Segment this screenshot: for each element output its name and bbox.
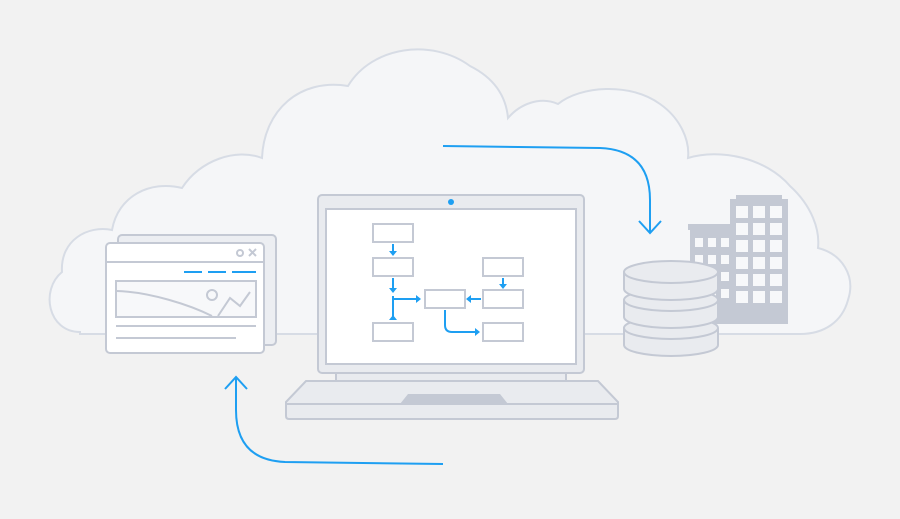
building-window: [770, 274, 782, 286]
building-window: [736, 223, 748, 235]
flowchart-icon: [372, 223, 524, 342]
flow-box-4: [424, 289, 466, 309]
building-window: [721, 255, 729, 264]
building-window: [695, 255, 703, 264]
building-window: [753, 257, 765, 269]
building-window: [753, 206, 765, 218]
building-window: [736, 240, 748, 252]
building-window: [770, 291, 782, 303]
building-window: [736, 291, 748, 303]
building-window: [753, 274, 765, 286]
trackpad: [400, 394, 508, 404]
image-icon: [115, 280, 257, 318]
flow-box-6: [482, 289, 524, 309]
arrow-down-icon: [442, 145, 662, 235]
building-window: [708, 255, 716, 264]
flow-box-5: [482, 257, 524, 277]
building-window: [753, 240, 765, 252]
text-lines: [116, 325, 256, 339]
close-icon: [248, 248, 257, 257]
building-window: [753, 223, 765, 235]
building-window: [721, 238, 729, 247]
building-window: [736, 206, 748, 218]
flow-box-3: [372, 322, 414, 342]
building-windows: [736, 206, 782, 303]
laptop-hinge: [335, 372, 567, 382]
database-icon: [623, 260, 719, 357]
window-control-icon: [236, 249, 244, 257]
building-window: [753, 291, 765, 303]
building-window: [695, 238, 703, 247]
building-window: [770, 206, 782, 218]
building-window: [721, 289, 729, 298]
building-window: [770, 223, 782, 235]
building-window: [736, 257, 748, 269]
building-window: [770, 240, 782, 252]
webcam-icon: [448, 199, 454, 205]
flow-box-7: [482, 322, 524, 342]
flow-box-1: [372, 223, 414, 243]
building-window: [721, 272, 729, 281]
laptop-screen: [325, 208, 577, 365]
laptop-icon: [285, 194, 619, 420]
building-window: [708, 238, 716, 247]
arrow-up-icon: [224, 375, 444, 465]
building-window: [736, 274, 748, 286]
building-window: [770, 257, 782, 269]
flow-box-2: [372, 257, 414, 277]
browser-window-icon: [105, 234, 277, 354]
